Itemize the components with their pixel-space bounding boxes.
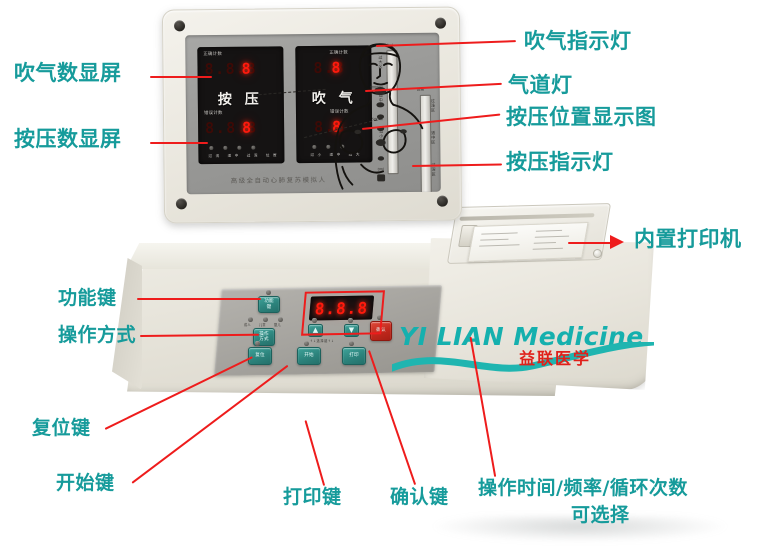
mode-lamp-child (263, 317, 268, 322)
reset-key-lamp (255, 341, 260, 346)
compression-error-value: 8 (242, 118, 253, 137)
mode-lamp-label-child: 儿童 (259, 323, 266, 327)
down-arrow-lamp (348, 318, 353, 323)
mode-lamp-infant (278, 317, 283, 322)
blow-correct-header: 正确计数 (329, 50, 349, 56)
select-key-note: ↑↓选择键↑↓ (310, 339, 335, 343)
compression-lamp-caption: 过浅 适中 过深 位置 (208, 153, 281, 159)
start-button[interactable]: 开始 (297, 347, 321, 365)
label-airway-lamp: 气道灯 (508, 73, 573, 97)
blow-correct-value: 8 (331, 58, 343, 77)
compression-count-panel: 正确计数 8.8.8 8 按 压 错误计数 8.8.8 8 过浅 适中 过深 位… (197, 46, 285, 165)
label-print-key: 打印键 (283, 486, 342, 508)
blow-title: 吹 气 (311, 90, 357, 108)
function-key-button[interactable]: 功能 键 (258, 296, 280, 313)
blow-status-lamps (312, 144, 345, 149)
function-key-lamp (266, 290, 271, 295)
compression-status-lamps (209, 145, 256, 151)
down-arrow-button[interactable]: ▼ (344, 324, 359, 337)
print-button[interactable]: 打印 (342, 347, 366, 365)
screw-bottom-right (436, 195, 448, 207)
upper-display-module: 正确计数 8.8.8 8 按 压 错误计数 8.8.8 8 过浅 适中 过深 位… (161, 6, 463, 224)
compression-error-header: 错误计数 (203, 110, 223, 117)
brand-name-cn: 益联医学 (519, 349, 592, 368)
leader-blow-count-display (150, 76, 212, 78)
label-start-key: 开始键 (56, 472, 115, 494)
mode-lamp-label-infant: 婴儿 (274, 323, 281, 327)
vent-gauge-bottom-tick: 0ml (377, 167, 384, 172)
blow-error-value: 8 (332, 117, 343, 136)
brand-swoosh (392, 342, 654, 372)
vent-zone-under: 过小区 (379, 129, 385, 144)
leader-function-key (137, 298, 261, 300)
label-function-key: 功能键 (58, 287, 117, 309)
label-time-freq-cycle-line2: 可选择 (571, 504, 630, 526)
display-footer-text: 高级全自动心肺复苏模拟人 (230, 175, 327, 185)
label-compression-position-diagram: 按压位置显示图 (506, 105, 657, 129)
depth-zone-ok: 适中区 (431, 130, 437, 145)
blow-error-header: 错误计数 (329, 109, 349, 115)
vent-zone-ok: 适中区 (378, 93, 384, 108)
display-faceplate: 正确计数 8.8.8 8 按 压 错误计数 8.8.8 8 过浅 适中 过深 位… (185, 32, 441, 195)
label-time-freq-cycle-line1: 操作时间/频率/循环次数 (478, 477, 688, 499)
vent-zone-over: 过大区 (378, 55, 384, 70)
label-blow-count-display: 吹气数显屏 (14, 61, 122, 85)
table-shadow (430, 516, 730, 542)
confirm-button[interactable]: 确认 (370, 321, 392, 341)
start-key-lamp (304, 341, 309, 346)
screw-bottom-left (175, 198, 187, 210)
label-compression-indicator-lamp: 按压指示灯 (506, 150, 614, 174)
confirm-key-lamp (377, 315, 382, 320)
label-built-in-printer: 内置打印机 (634, 227, 742, 251)
printer-screw (593, 249, 602, 258)
label-blow-indicator-lamp: 吹气指示灯 (524, 29, 632, 53)
mode-lamp-label-adult: 成人 (244, 323, 251, 327)
compression-correct-header: 正确计数 (203, 51, 223, 58)
blow-lamp-caption: 过小 适中 过大 (310, 152, 364, 158)
reset-button[interactable]: 复位 (248, 347, 272, 365)
blow-count-panel: 正确计数 8.8 8 吹 气 错误计数 8.8 8 过小 适中 过大 (295, 45, 373, 164)
parameter-led-highlight-box (301, 290, 385, 336)
leader-compression-count-display (150, 142, 208, 144)
screw-top-right (434, 17, 447, 29)
screw-top-left (174, 20, 186, 32)
printer-arrowhead (610, 235, 624, 249)
label-operation-mode: 操作方式 (58, 324, 137, 346)
compression-title: 按 压 (217, 91, 263, 108)
label-reset-key: 复位键 (32, 417, 91, 439)
mode-lamp-adult (248, 317, 253, 322)
leader-print-key (304, 420, 325, 487)
label-compression-count-display: 按压数显屏 (14, 127, 122, 151)
label-confirm-key: 确认键 (390, 486, 449, 508)
compression-correct-value: 8 (241, 59, 253, 78)
up-arrow-lamp (312, 318, 317, 323)
up-arrow-button[interactable]: ▲ (308, 324, 323, 337)
print-key-lamp (349, 341, 354, 346)
depth-zone-shallow: 过浅区 (430, 98, 436, 113)
ventilation-volume-gauge (386, 50, 399, 175)
leader-built-in-printer (568, 242, 612, 244)
